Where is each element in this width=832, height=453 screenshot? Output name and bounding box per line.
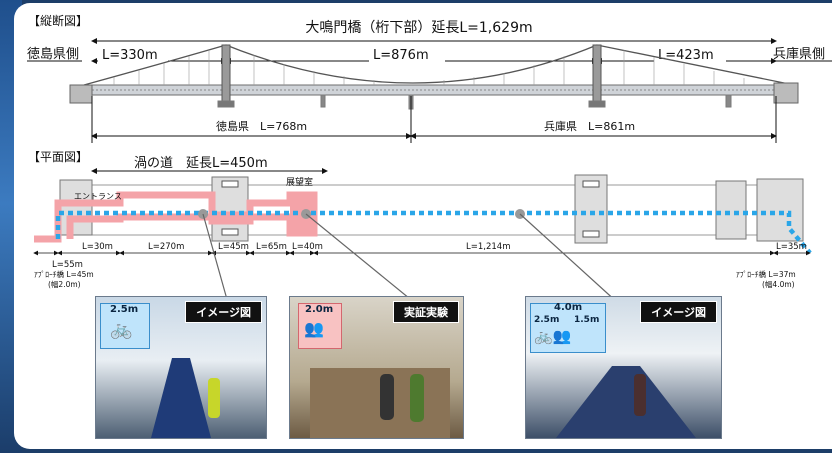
cycle-route: [55, 210, 812, 255]
seg-55: L=55m: [52, 260, 83, 270]
left-side-label: 徳島県側: [27, 47, 79, 62]
photo-image-2: 4.0m 2.5m 1.5m 🚲👥 イメージ図: [525, 296, 722, 439]
photo-1-label: イメージ図: [185, 301, 262, 323]
bridge-plan: [92, 184, 774, 236]
right-side-label: 兵庫県側: [773, 47, 825, 62]
seg-35: L=35m: [776, 242, 807, 252]
span-2: L=876m: [373, 48, 429, 63]
seg-40: L=40m: [292, 242, 323, 252]
seg-65: L=65m: [256, 242, 287, 252]
plan-section-label: 【平面図】: [28, 150, 88, 164]
tokushima-anchorage: [59, 179, 93, 236]
leader-lines: [202, 213, 619, 304]
hyogo-length: 兵庫県 L=861m: [544, 119, 635, 133]
span-1: L=330m: [102, 48, 158, 63]
approach-right: ｱﾌﾟﾛｰﾁ橋 L=37m: [736, 269, 796, 279]
diagram-svg: 【縦断図】 大鳴門橋（桁下部）延長L=1,629m 徳島県側 兵庫県側 L=33…: [27, 13, 832, 304]
photo-3-label: イメージ図: [640, 301, 717, 323]
photo-image-1: 2.5m 🚲 イメージ図: [95, 296, 267, 439]
seg-30: L=30m: [82, 242, 113, 252]
photo-1-width: 2.5m: [110, 304, 139, 315]
entrance-label: エントランス: [74, 192, 122, 201]
hyogo-anchorage: [756, 178, 804, 242]
tokushima-length: 徳島県 L=768m: [216, 119, 307, 133]
elevation-title: 大鳴門橋（桁下部）延長L=1,629m: [305, 20, 532, 36]
seg-270: L=270m: [148, 242, 184, 252]
seg-1214: L=1,214m: [466, 242, 510, 252]
approach-right-width: (幅4.0m): [762, 279, 795, 289]
path-title: 渦の道 延長L=450m: [134, 156, 268, 171]
photo-2-label: 実証実験: [393, 301, 459, 323]
photo-2-width: 2.0m: [305, 304, 334, 315]
photo-3-subwidth-2: 1.5m: [574, 315, 600, 325]
pedestrian-icon: 👥: [304, 319, 324, 338]
observation-label: 展望室: [286, 176, 313, 188]
pier-plan: [715, 180, 747, 240]
photo-experiment: 2.0m 👥 実証実験: [289, 296, 464, 439]
bridge-elevation: [69, 44, 799, 110]
photo-3-subwidth-1: 2.5m: [534, 315, 560, 325]
span-dimensions: L=330m L=876m L=423m: [91, 47, 777, 64]
seg-45: L=45m: [218, 242, 249, 252]
span-3: L=423m: [658, 48, 714, 63]
cyclist-icon: 🚲: [110, 319, 133, 340]
approach-left: ｱﾌﾟﾛｰﾁ橋 L=45m: [34, 269, 94, 279]
elevation-section-label: 【縦断図】: [28, 13, 88, 28]
photo-3-width: 4.0m: [554, 302, 583, 313]
hangers: [113, 50, 745, 85]
approach-left-width: (幅2.0m): [48, 279, 81, 289]
mixed-users-icon: 🚲👥: [534, 327, 572, 345]
